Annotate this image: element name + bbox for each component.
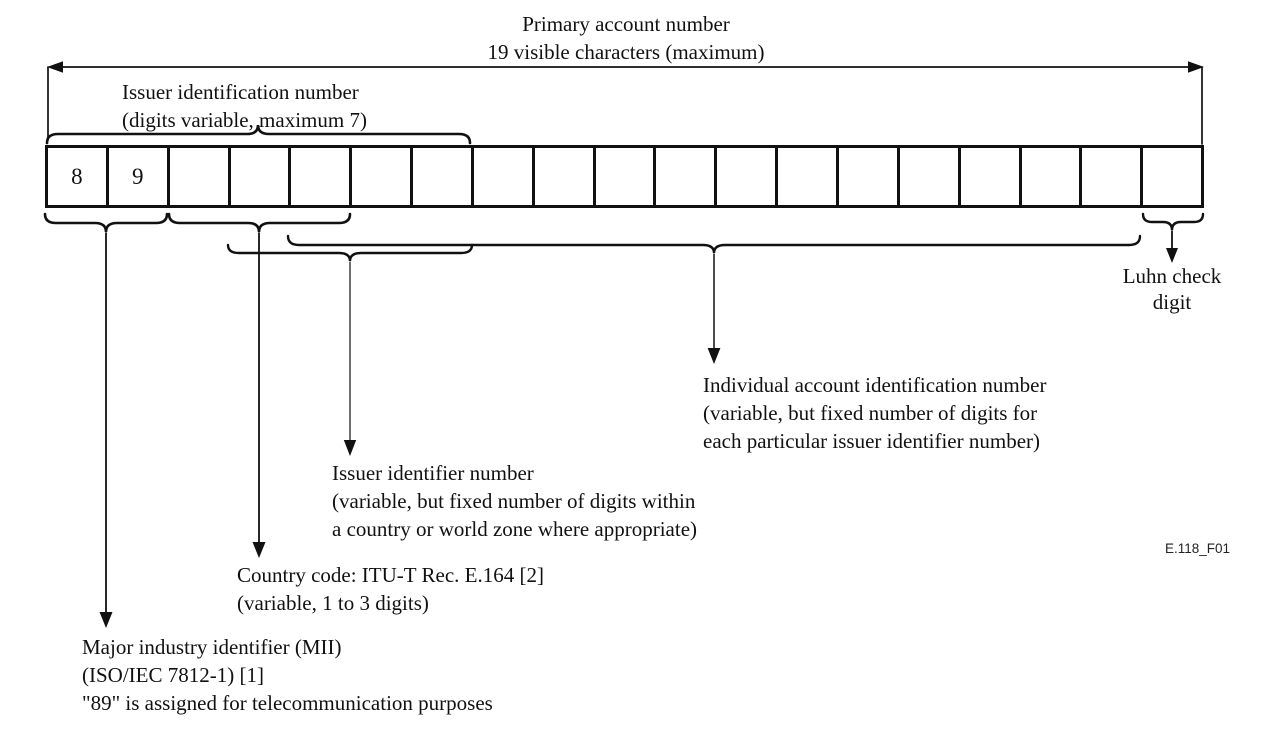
pan-cell (717, 148, 779, 205)
arrow-individual-account-head-icon (707, 348, 721, 364)
pan-cell: 9 (109, 148, 170, 205)
underbrace-mii (43, 212, 169, 233)
pan-cell: 8 (48, 148, 109, 205)
pan-cell (839, 148, 900, 205)
individual-account-line-1: Individual account identification number (703, 373, 1047, 397)
span-arrow-right-head-icon (1188, 61, 1204, 73)
country-code-label: Country code: ITU-T Rec. E.164 [2] (vari… (237, 561, 544, 617)
mii-line-3: "89" is assigned for telecommunication p… (82, 691, 493, 715)
individual-account-label: Individual account identification number… (703, 371, 1046, 455)
pan-cell (778, 148, 839, 205)
underbrace-luhn (1141, 212, 1205, 231)
pan-cell (474, 148, 535, 205)
iin-label-line-1: Issuer identification number (122, 80, 359, 104)
pan-cell (900, 148, 961, 205)
arrow-issuer-identifier-head-icon (343, 440, 357, 456)
pan-cell (656, 148, 718, 205)
overbrace-iin (45, 124, 472, 145)
luhn-label-line-2: digit (1152, 290, 1192, 314)
issuer-identifier-line-1: Issuer identifier number (332, 461, 534, 485)
pan-cell (352, 148, 414, 205)
country-code-line-2: (variable, 1 to 3 digits) (237, 591, 429, 615)
figure-id: E.118_F01 (1164, 541, 1230, 556)
mii-line-1: Major industry identifier (MII) (82, 635, 342, 659)
pan-cell (1022, 148, 1083, 205)
span-arrow-left-head-icon (47, 61, 63, 73)
individual-account-line-2: (variable, but fixed number of digits fo… (703, 401, 1038, 425)
title-line-1: Primary account number (522, 12, 730, 36)
pan-cell (291, 148, 353, 205)
pan-cell (1082, 148, 1144, 205)
mii-line-2: (ISO/IEC 7812-1) [1] (82, 663, 264, 687)
luhn-label: Luhn check digit (1101, 263, 1243, 315)
iin-label: Issuer identification number (digits var… (122, 78, 367, 134)
title-line-2: 19 visible characters (maximum) (487, 40, 765, 64)
arrow-mii-head-icon (99, 612, 113, 628)
issuer-identifier-line-2: (variable, but fixed number of digits wi… (332, 489, 696, 513)
pan-box-row: 8 9 (45, 145, 1204, 208)
underbrace-individual-account (286, 234, 1142, 254)
underbrace-country-code (167, 212, 352, 233)
pan-cell (413, 148, 474, 205)
underbrace-issuer-identifier (226, 243, 474, 262)
arrow-country-code-head-icon (252, 542, 266, 558)
country-code-line-1: Country code: ITU-T Rec. E.164 [2] (237, 563, 544, 587)
issuer-identifier-label: Issuer identifier number (variable, but … (332, 459, 697, 543)
pan-cell (535, 148, 596, 205)
title-block: Primary account number 19 visible charac… (326, 10, 926, 66)
pan-cell (1143, 148, 1201, 205)
luhn-label-line-1: Luhn check (1122, 264, 1222, 288)
iin-label-line-2: (digits variable, maximum 7) (122, 108, 367, 132)
pan-cell (170, 148, 231, 205)
arrow-luhn-head-icon (1166, 248, 1178, 263)
pan-cell (596, 148, 657, 205)
issuer-identifier-line-3: a country or world zone where appropriat… (332, 517, 698, 541)
pan-cell (231, 148, 292, 205)
individual-account-line-3: each particular issuer identifier number… (703, 429, 1041, 453)
pan-cell (961, 148, 1022, 205)
mii-label: Major industry identifier (MII) (ISO/IEC… (82, 633, 493, 717)
